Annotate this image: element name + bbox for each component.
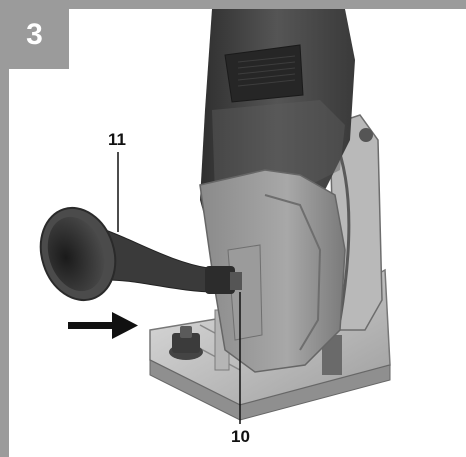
arrow-right-icon [68,312,138,339]
callout-label-10: 10 [231,427,250,446]
figure-number: 3 [26,17,43,51]
dust-extraction-adapter [39,206,242,302]
figure-frame-left [0,0,9,457]
callout-label-11: 11 [108,130,126,149]
tool-photo [39,9,391,424]
figure-number-badge: 3 [0,0,69,69]
knob [169,326,203,360]
motor-housing [199,169,346,373]
figure-frame-top [0,0,466,9]
